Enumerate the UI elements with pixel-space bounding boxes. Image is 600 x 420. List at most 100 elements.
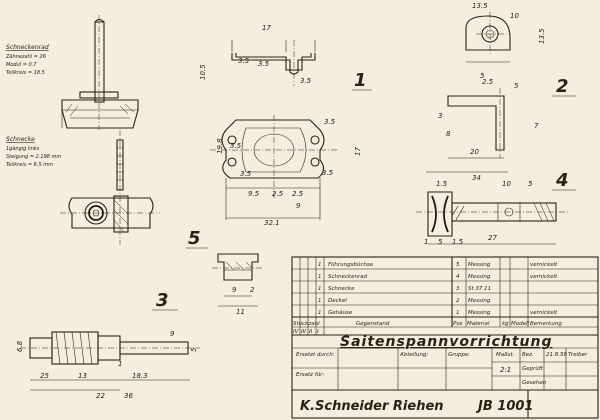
dim-label: 27 <box>488 234 497 242</box>
note-line: Zähnezahl = 26 <box>5 54 46 60</box>
dim-label: 3.5 <box>230 142 242 150</box>
row-pos: 1 <box>456 310 460 316</box>
part-number-3: 3 <box>156 290 169 311</box>
dim-label: 1 <box>118 360 122 368</box>
header-material: Material <box>467 321 490 327</box>
qty-col-label: II <box>309 329 313 335</box>
dim-label: 2.5 <box>272 190 284 198</box>
part-number-4: 4 <box>555 170 569 191</box>
header-item: Gegenstand <box>356 321 390 327</box>
dim-label: 1 <box>424 238 428 246</box>
dim-label: 22 <box>96 392 105 400</box>
part-number-1: 1 <box>354 70 367 91</box>
parts-list-header: Stückzahl Gegenstand Pos Material kg Mod… <box>293 321 562 335</box>
dim-label: 10 <box>502 180 511 188</box>
row-qty: 1 <box>318 298 322 304</box>
dim-label: 3 <box>438 112 442 120</box>
part-3-worm-shaft: 25 13 22 36 1 18.3 6.8 5 9 3 <box>16 290 200 400</box>
dim-label: 9 <box>296 202 301 210</box>
drawn-date: 21.8.58 <box>546 352 567 358</box>
worm-notes: Schnecke 1gängig links Steigung = 2.198 … <box>6 136 61 168</box>
dim-label: 7 <box>534 122 539 130</box>
qty-col-label: IV <box>293 329 300 335</box>
label-checked: Geprüft <box>522 366 544 372</box>
dim-label: 10 <box>510 12 519 20</box>
row-item: Schneckenrad <box>328 274 368 280</box>
dim-label: 5 <box>480 72 485 80</box>
note-line: Steigung = 2.198 mm <box>6 154 61 160</box>
dim-label: 25 <box>40 372 49 380</box>
note-line: Teilkreis = 18.5 <box>6 70 45 76</box>
dim-label: 3.5 <box>322 169 334 177</box>
dim-label: 9.5 <box>248 190 260 198</box>
header-remark: Bemerkung <box>530 321 562 327</box>
dim-label: 10.5 <box>199 64 207 80</box>
dim-label: 5 <box>438 238 443 246</box>
part-1-housing: 17 3.5 10.5 3.5 3.5 9.5 2.5 2.5 9 32.1 1… <box>199 24 372 227</box>
dim-label: 19.8 <box>216 138 224 154</box>
dim-label: 1.5 <box>436 180 448 188</box>
header-qty: Stückzahl <box>293 321 320 327</box>
note-line: Modul = 0.7 <box>6 62 37 68</box>
row-material: Messing <box>468 274 491 280</box>
dim-label: 1.5 <box>452 238 464 246</box>
part-2-cover: 13.5 10 13.5 5 20 8 34 2.5 5 7 3 2 <box>426 2 576 182</box>
label-drawn: Bez. <box>522 352 534 358</box>
dim-label: 3.5 <box>258 60 270 68</box>
label-scale: Maßst. <box>496 352 515 358</box>
row-material: Messing <box>468 298 491 304</box>
dim-label: 5 <box>514 82 519 90</box>
worm-wheel-assembly <box>61 15 139 130</box>
dim-label: 17 <box>354 147 362 156</box>
dim-label: 13.5 <box>472 2 488 10</box>
drawing-title: Saitenspannvorrichtung <box>340 334 552 350</box>
dim-label: 9 <box>170 330 175 338</box>
row-qty: 1 <box>318 286 322 292</box>
drawing-number: JB 1001 <box>475 399 533 414</box>
row-qty: 1 <box>318 310 322 316</box>
row-remark: vernickelt <box>530 262 558 268</box>
maker-name: K.Schneider Riehen <box>300 399 444 414</box>
label-seen: Gesehen <box>522 380 547 386</box>
row-material: Messing <box>468 262 491 268</box>
header-pos: Pos <box>453 321 463 327</box>
row-item: Deckel <box>328 298 347 304</box>
qty-col-label: I <box>317 329 319 335</box>
dim-label: 13.5 <box>538 28 546 44</box>
label-replaces: Ersatz für: <box>296 372 324 378</box>
dim-label: 2.5 <box>292 190 304 198</box>
header-model: Modell <box>511 321 530 327</box>
title-block <box>291 256 599 419</box>
label-department: Abteilung: <box>399 352 428 358</box>
row-pos: 5 <box>456 262 460 268</box>
drawn-by: Treiber <box>568 352 588 358</box>
dim-label: 3.5 <box>238 57 250 65</box>
part-number-5: 5 <box>188 228 201 249</box>
dim-label: 36 <box>124 392 133 400</box>
note-heading: Schnecke <box>6 136 35 143</box>
dim-label: 8 <box>446 130 451 138</box>
row-material: St 37.11 <box>468 286 491 292</box>
dim-label: 3.5 <box>240 170 252 178</box>
dim-label: 11 <box>236 308 245 316</box>
dim-label: 9 <box>232 286 237 294</box>
dim-label: 3.5 <box>300 77 312 85</box>
row-remark: vernickelt <box>530 274 558 280</box>
dim-label: 6.8 <box>16 340 24 352</box>
label-group: Gruppe: <box>448 352 470 358</box>
note-line: Teilkreis = 6.5 mm <box>6 162 53 168</box>
row-remark: vernickelt <box>530 310 558 316</box>
dim-label: 13 <box>78 372 87 380</box>
dim-label: 2 <box>250 286 255 294</box>
dim-label: 2.5 <box>482 78 494 86</box>
worm-assembly <box>60 130 160 245</box>
row-item: Schnecke <box>328 286 355 292</box>
row-pos: 4 <box>456 274 460 280</box>
part-4-worm-wheel: 27 10 5 1 5 1.5 1.5 4 <box>416 170 576 246</box>
dim-label: 3.5 <box>324 118 336 126</box>
scale-value: 2:1 <box>500 366 511 374</box>
note-line: 1gängig links <box>6 146 40 152</box>
row-pos: 2 <box>456 298 460 304</box>
